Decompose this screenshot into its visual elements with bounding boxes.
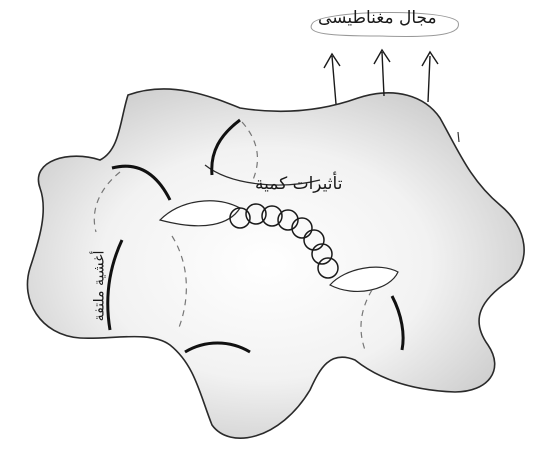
magnetic-field-label: مجال مغناطيسى [318,8,437,28]
field-arrow [422,52,438,102]
field-arrow [324,54,340,104]
quantum-effects-label: تأثيرات كمية [255,174,342,194]
field-arrow [374,50,390,96]
wrapped-membranes-label: أغشية ملتفة [91,251,107,322]
edge-mark [458,132,459,142]
